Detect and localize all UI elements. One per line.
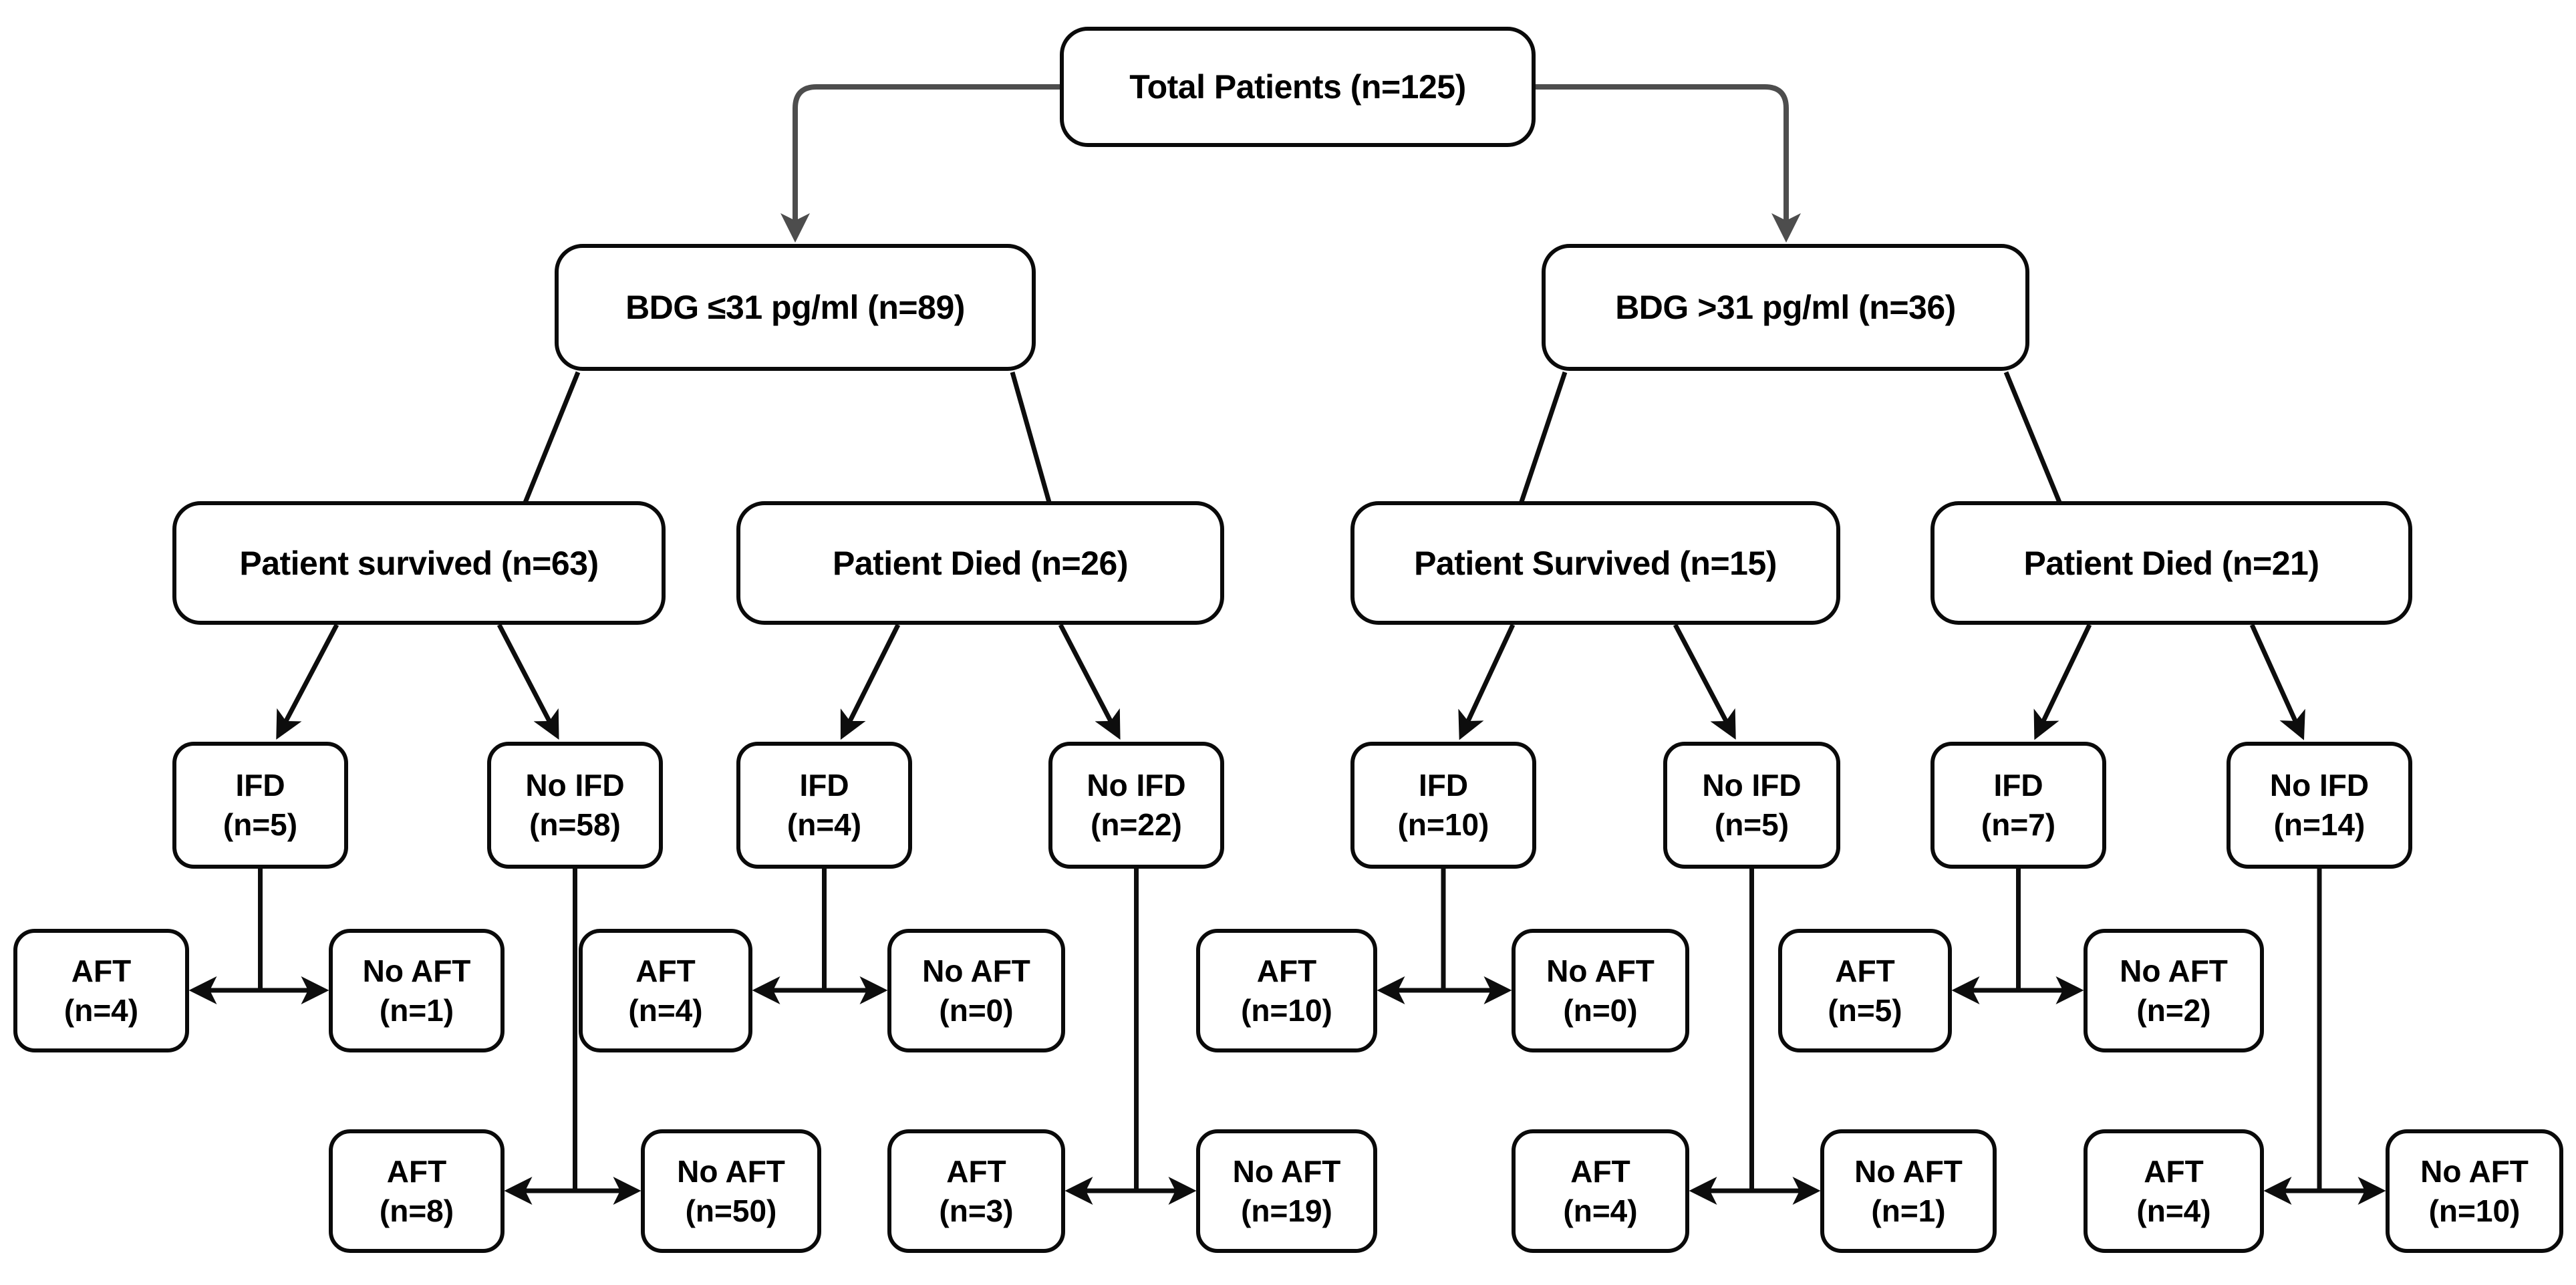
node-gt31-survived-ifd-aft-label: AFT (n=10) (1241, 953, 1332, 1028)
node-le31-survived-ifd-no-aft: No AFT (n=1) (329, 929, 505, 1052)
node-le31-survived-ifd-aft: AFT (n=4) (13, 929, 189, 1052)
node-le31-died-no-ifd-no-aft-label: No AFT (n=19) (1232, 1153, 1341, 1228)
node-gt31-died: Patient Died (n=21) (1930, 501, 2412, 625)
node-gt31-survived-ifd: IFD (n=10) (1350, 742, 1536, 869)
node-le31-survived: Patient survived (n=63) (172, 501, 666, 625)
node-le31-died-ifd-no-aft: No AFT (n=0) (887, 929, 1065, 1052)
node-gt31-died-no-ifd-no-aft-label: No AFT (n=10) (2420, 1153, 2529, 1228)
node-bdg-gt31: BDG >31 pg/ml (n=36) (1542, 244, 2029, 371)
connector-gt31-survived-to-ifd (1458, 623, 1516, 740)
node-le31-died-no-ifd: No IFD (n=22) (1048, 742, 1224, 869)
connector-total-to-bdg-le31 (780, 84, 1060, 243)
node-le31-died-ifd-label: IFD (n=4) (786, 768, 862, 842)
node-total-patients-label: Total Patients (n=125) (1129, 68, 1466, 106)
node-gt31-survived-no-ifd-aft-label: AFT (n=4) (1563, 1153, 1638, 1228)
node-le31-survived-no-ifd: No IFD (n=58) (487, 742, 663, 869)
node-le31-died-no-ifd-label: No IFD (n=22) (1087, 768, 1186, 842)
node-le31-died-no-ifd-no-aft: No AFT (n=19) (1196, 1129, 1377, 1253)
node-gt31-died-ifd-label: IFD (n=7) (1981, 768, 2056, 842)
node-le31-survived-no-ifd-aft: AFT (n=8) (329, 1129, 505, 1253)
node-le31-survived-ifd-aft-label: AFT (n=4) (63, 953, 139, 1028)
node-gt31-survived-no-ifd-aft: AFT (n=4) (1512, 1129, 1689, 1253)
node-bdg-le31-label: BDG ≤31 pg/ml (n=89) (625, 289, 965, 326)
connector-le31-died-to-no-ifd (1058, 623, 1121, 740)
node-gt31-survived-no-ifd-no-aft: No AFT (n=1) (1820, 1129, 1997, 1253)
node-le31-survived-no-ifd-no-aft-label: No AFT (n=50) (677, 1153, 785, 1228)
node-gt31-survived-no-ifd-label: No IFD (n=5) (1702, 768, 1802, 842)
node-le31-died-ifd: IFD (n=4) (736, 742, 912, 869)
node-gt31-died-ifd-aft-label: AFT (n=5) (1828, 953, 1902, 1028)
node-le31-died-no-ifd-aft-label: AFT (n=3) (939, 1153, 1014, 1228)
node-gt31-died-ifd-aft: AFT (n=5) (1778, 929, 1952, 1052)
node-bdg-le31: BDG ≤31 pg/ml (n=89) (555, 244, 1036, 371)
node-gt31-survived-label: Patient Survived (n=15) (1414, 544, 1777, 582)
node-le31-died-ifd-aft-label: AFT (n=4) (628, 953, 703, 1028)
node-le31-died-no-ifd-aft: AFT (n=3) (887, 1129, 1065, 1253)
node-bdg-gt31-label: BDG >31 pg/ml (n=36) (1615, 289, 1956, 326)
node-le31-survived-no-ifd-aft-label: AFT (n=8) (379, 1153, 454, 1228)
node-gt31-died-no-ifd-aft: AFT (n=4) (2084, 1129, 2264, 1253)
connector-le31-died-to-ifd (840, 623, 901, 740)
node-le31-died: Patient Died (n=26) (736, 501, 1224, 625)
node-gt31-survived-no-ifd-no-aft-label: No AFT (n=1) (1854, 1153, 1963, 1228)
connector-gt31-died-to-no-ifd (2249, 623, 2305, 740)
node-le31-survived-no-ifd-no-aft: No AFT (n=50) (641, 1129, 821, 1253)
node-gt31-died-no-ifd-aft-label: AFT (n=4) (2136, 1153, 2211, 1228)
node-total-patients: Total Patients (n=125) (1060, 27, 1536, 147)
connector-gt31-died-to-ifd (2033, 623, 2092, 740)
node-gt31-died-ifd-no-aft: No AFT (n=2) (2084, 929, 2264, 1052)
node-gt31-died-ifd: IFD (n=7) (1930, 742, 2106, 869)
node-gt31-died-no-ifd-no-aft: No AFT (n=10) (2386, 1129, 2563, 1253)
node-gt31-survived-ifd-no-aft-label: No AFT (n=0) (1546, 953, 1655, 1028)
node-le31-survived-ifd-label: IFD (n=5) (223, 768, 298, 842)
node-le31-survived-label: Patient survived (n=63) (239, 544, 599, 582)
connector-le31-survived-to-ifd (276, 623, 339, 740)
node-gt31-survived-ifd-aft: AFT (n=10) (1196, 929, 1377, 1052)
connector-gt31-survived-to-no-ifd (1673, 623, 1736, 740)
node-le31-survived-ifd: IFD (n=5) (172, 742, 348, 869)
node-le31-died-ifd-no-aft-label: No AFT (n=0) (922, 953, 1030, 1028)
connector-le31-survived-to-no-ifd (496, 623, 559, 740)
node-gt31-survived-ifd-label: IFD (n=10) (1397, 768, 1489, 842)
node-gt31-died-ifd-no-aft-label: No AFT (n=2) (2120, 953, 2228, 1028)
node-gt31-survived: Patient Survived (n=15) (1350, 501, 1840, 625)
node-le31-survived-no-ifd-label: No IFD (n=58) (525, 768, 625, 842)
node-le31-died-label: Patient Died (n=26) (833, 544, 1129, 582)
node-le31-survived-ifd-no-aft-label: No AFT (n=1) (362, 953, 471, 1028)
node-le31-died-ifd-aft: AFT (n=4) (579, 929, 752, 1052)
node-gt31-died-label: Patient Died (n=21) (2023, 544, 2320, 582)
node-gt31-survived-no-ifd: No IFD (n=5) (1663, 742, 1840, 869)
node-gt31-survived-ifd-no-aft: No AFT (n=0) (1512, 929, 1689, 1052)
node-gt31-died-no-ifd-label: No IFD (n=14) (2269, 768, 2370, 842)
node-gt31-died-no-ifd: No IFD (n=14) (2227, 742, 2412, 869)
connector-total-to-bdg-gt31 (1536, 84, 1801, 243)
